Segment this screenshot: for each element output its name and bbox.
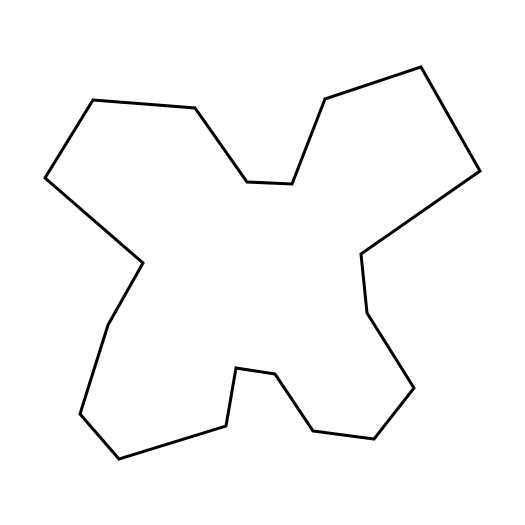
cross-shaped-polygon-outline [43, 65, 482, 461]
